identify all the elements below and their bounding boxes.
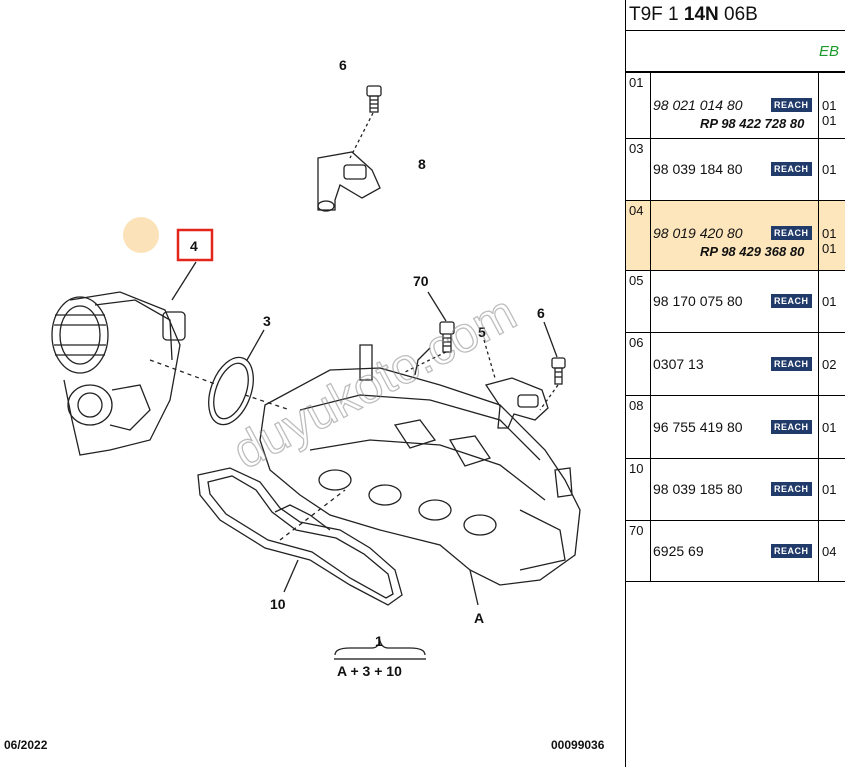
intake-manifold-part-A[interactable] (259, 344, 581, 586)
leader-line (427, 291, 447, 322)
callout-6-side[interactable]: 6 (537, 305, 545, 321)
qty-column (818, 459, 845, 520)
row-index: 04 (626, 201, 651, 270)
callout-3[interactable]: 3 (263, 313, 271, 329)
replacement-reference[interactable]: RP 98 429 368 80 (700, 244, 805, 259)
part-reference[interactable]: 0307 13 (653, 356, 704, 372)
footer-date: 06/2022 (4, 738, 48, 752)
qty-column (818, 396, 845, 458)
qty-column (818, 201, 845, 270)
callout-1[interactable]: 1 (375, 633, 383, 649)
row-index: 06 (626, 333, 651, 395)
qty-column (818, 271, 845, 332)
leader-line (246, 329, 265, 361)
reach-badge: REACH (771, 420, 812, 434)
qty-column (818, 333, 845, 395)
assembly-formula: A + 3 + 10 (337, 663, 402, 679)
replacement-reference[interactable]: RP 98 422 728 80 (700, 116, 805, 131)
row-quantity: 01 (822, 420, 837, 435)
row-quantity: 01 (822, 294, 837, 309)
screw-part-6-side[interactable] (551, 357, 566, 385)
leader-line (483, 339, 496, 379)
row-index: 01 (626, 73, 651, 138)
leader-line (539, 384, 559, 411)
table-bottom-border (626, 581, 845, 582)
qty-column (818, 139, 845, 200)
row-quantity: 01 (822, 482, 837, 497)
leader-line (404, 351, 447, 373)
o-ring-part-3[interactable] (200, 351, 262, 430)
qty-column (818, 521, 845, 582)
qty-column (818, 73, 845, 138)
leader-line (469, 569, 479, 606)
row-index: 03 (626, 139, 651, 200)
leader-line (543, 321, 558, 358)
callout-6-top[interactable]: 6 (339, 57, 347, 73)
panel-subtitle: EB (626, 31, 845, 72)
row-quantity: 02 (822, 357, 837, 372)
footer-ref: 00099036 (551, 738, 605, 752)
reach-badge: REACH (771, 544, 812, 558)
row-quantity: 04 (822, 544, 837, 559)
highlight-marker (123, 217, 159, 253)
row-quantity: 01 (822, 226, 837, 241)
reach-badge: REACH (771, 226, 812, 240)
reach-badge: REACH (771, 357, 812, 371)
replacement-quantity: 01 (822, 113, 837, 128)
bolt-part-70[interactable] (414, 321, 455, 376)
sensor-part-8[interactable] (317, 151, 381, 212)
panel-title: T9F 1 14N 06B (626, 0, 845, 31)
selected-callout-frame (176, 228, 214, 262)
callout-5[interactable]: 5 (478, 324, 486, 340)
leader-line (283, 559, 299, 593)
gasket-part-10[interactable] (197, 467, 403, 606)
callout-10[interactable]: 10 (270, 596, 286, 612)
exploded-parts-diagram: 6 8 4 3 70 5 6 10 A 1 A + 3 + 10 duyukot… (4, 57, 605, 752)
callout-4[interactable]: 4 (190, 238, 198, 254)
part-reference[interactable]: 6925 69 (653, 543, 704, 559)
row-quantity: 01 (822, 98, 837, 113)
throttle-body-part-4[interactable] (51, 291, 186, 456)
reach-badge: REACH (771, 98, 812, 112)
leader-line (349, 112, 374, 159)
part-reference[interactable]: 98 021 014 80 (653, 97, 743, 113)
leader-line (149, 359, 219, 386)
part-reference[interactable]: 98 039 185 80 (653, 481, 743, 497)
part-reference[interactable]: 96 755 419 80 (653, 419, 743, 435)
screw-part-6-top[interactable] (366, 85, 382, 113)
callout-A[interactable]: A (474, 610, 484, 626)
pressure-sensor-part-5[interactable] (484, 377, 549, 429)
callout-70[interactable]: 70 (413, 273, 429, 289)
reach-badge: REACH (771, 294, 812, 308)
reach-badge: REACH (771, 162, 812, 176)
row-index: 10 (626, 459, 651, 520)
row-index: 08 (626, 396, 651, 458)
row-index: 70 (626, 521, 651, 582)
part-reference[interactable]: 98 039 184 80 (653, 161, 743, 177)
part-reference[interactable]: 98 170 075 80 (653, 293, 743, 309)
row-index: 05 (626, 271, 651, 332)
part-reference[interactable]: 98 019 420 80 (653, 225, 743, 241)
leader-line (279, 489, 346, 541)
row-quantity: 01 (822, 162, 837, 177)
callout-8[interactable]: 8 (418, 156, 426, 172)
replacement-quantity: 01 (822, 241, 837, 256)
assembly-brace (334, 638, 426, 656)
leader-line (171, 261, 197, 301)
reach-badge: REACH (771, 482, 812, 496)
